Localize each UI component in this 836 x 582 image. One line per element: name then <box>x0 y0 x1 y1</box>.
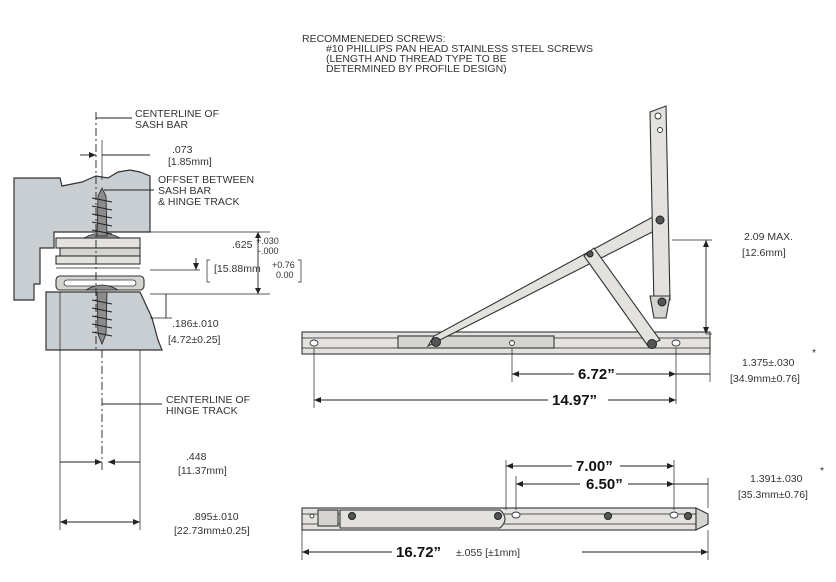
dim-700-label: 7.00” <box>576 458 613 475</box>
dim-625-tol-minus: -.000 <box>258 246 279 256</box>
offset-label-2: SASH BAR <box>158 185 212 197</box>
closed-arm <box>339 509 506 529</box>
sash-bar-profile <box>13 169 151 301</box>
dim-1588-label: [15.88mm <box>214 263 261 275</box>
dim-1391-asterisk: * <box>820 465 824 477</box>
centerline-track-label-2: HINGE TRACK <box>166 405 238 417</box>
screw-note-line-4: DETERMINED BY PROFILE DESIGN) <box>326 63 507 75</box>
open-hinge-view: 2.09 MAX. [12.6mm] 6.72” 14.97” 1.375±.0… <box>301 105 816 409</box>
closed-rivet-1 <box>348 512 356 520</box>
mid-pivot <box>586 250 594 258</box>
dim-1391-label: 1.391±.030 <box>750 473 803 485</box>
dim-472-label: [4.72±0.25] <box>168 334 221 346</box>
dim-1672-tol-label: ±.055 [±1mm] <box>456 547 520 559</box>
dim-895-label: .895±.010 <box>192 511 239 523</box>
screw-note-line-1: RECOMMENEDED SCREWS: <box>302 33 446 45</box>
support-arm <box>583 247 661 347</box>
long-arm <box>426 211 669 348</box>
closed-track-end <box>695 507 709 531</box>
hinge-top-plate <box>55 237 141 249</box>
lower-screw <box>91 291 113 346</box>
open-track-hole-left <box>309 339 319 347</box>
closed-rivet-2 <box>494 512 502 520</box>
dim-1497-label: 14.97” <box>552 392 597 409</box>
offset-label-1: OFFSET BETWEEN <box>158 174 254 186</box>
dim-349-label: [34.9mm±0.76] <box>730 373 800 385</box>
hinge-lower-plate <box>55 255 141 265</box>
support-pivot <box>647 339 657 349</box>
arm-pivot-top <box>655 215 665 225</box>
section-view: CENTERLINE OF SASH BAR .073 [1.85mm] OFF… <box>13 108 302 537</box>
closed-rivet-4 <box>684 512 692 520</box>
centerline-sash-label-2: SASH BAR <box>135 119 189 131</box>
dim-1375-label: 1.375±.030 <box>742 357 795 369</box>
closed-small-hole <box>309 513 315 519</box>
offset-label-3: & HINGE TRACK <box>158 196 240 208</box>
dim-448-label: .448 <box>186 451 207 463</box>
dim-1672-label: 16.72” <box>396 544 441 561</box>
dim-353-label: [35.3mm±0.76] <box>738 489 808 501</box>
screw-note-line-2: #10 PHILLIPS PAN HEAD STAINLESS STEEL SC… <box>326 43 593 55</box>
open-track-hole-right <box>671 339 681 347</box>
dim-073-label: .073 <box>172 144 193 156</box>
sash-arm <box>649 105 671 307</box>
dim-625-label: .625 <box>232 239 253 251</box>
dim-1137-label: [11.37mm] <box>178 465 227 477</box>
dim-073-mm-label: [1.85mm] <box>168 156 212 168</box>
dim-2273-label: [22.73mm±0.25] <box>174 525 250 537</box>
dim-650-label: 6.50” <box>586 476 623 493</box>
dim-209-label: 2.09 MAX. <box>744 231 793 243</box>
closed-rivet-3 <box>604 512 612 520</box>
hinge-mid-plate <box>59 247 141 257</box>
screw-note: RECOMMENEDED SCREWS: #10 PHILLIPS PAN HE… <box>302 33 593 75</box>
closed-hole-left <box>511 511 521 519</box>
centerline-track-label-1: CENTERLINE OF <box>166 394 250 406</box>
closed-hole-right <box>669 511 679 519</box>
slider-pivot <box>431 337 441 347</box>
dim-1588-tol-plus: +0.76 <box>272 260 295 270</box>
dim-1375-asterisk: * <box>812 347 816 359</box>
dim-126-label: [12.6mm] <box>742 247 786 259</box>
lower-screw-head <box>84 284 120 291</box>
dim-186-label: .186±.010 <box>172 318 219 330</box>
sash-arm-hole-2 <box>657 127 663 133</box>
arm-pivot-bottom <box>657 297 667 307</box>
dim-672-label: 6.72” <box>578 366 615 383</box>
dim-625-tol-plus: +.030 <box>256 236 279 246</box>
closed-hinge-view: 7.00” 6.50” 1.391±.030 * [35.3mm±0.76] 1… <box>301 458 824 561</box>
centerline-sash-label-1: CENTERLINE OF <box>135 108 219 120</box>
upper-screw <box>91 187 113 237</box>
open-track-screw-hole <box>509 340 515 346</box>
dim-1588-tol-minus: 0.00 <box>276 270 294 280</box>
open-slider <box>397 335 555 349</box>
screw-note-line-3: (LENGTH AND THREAD TYPE TO BE <box>326 53 507 65</box>
sash-arm-hole-1 <box>654 112 662 120</box>
closed-end-block <box>317 509 339 527</box>
